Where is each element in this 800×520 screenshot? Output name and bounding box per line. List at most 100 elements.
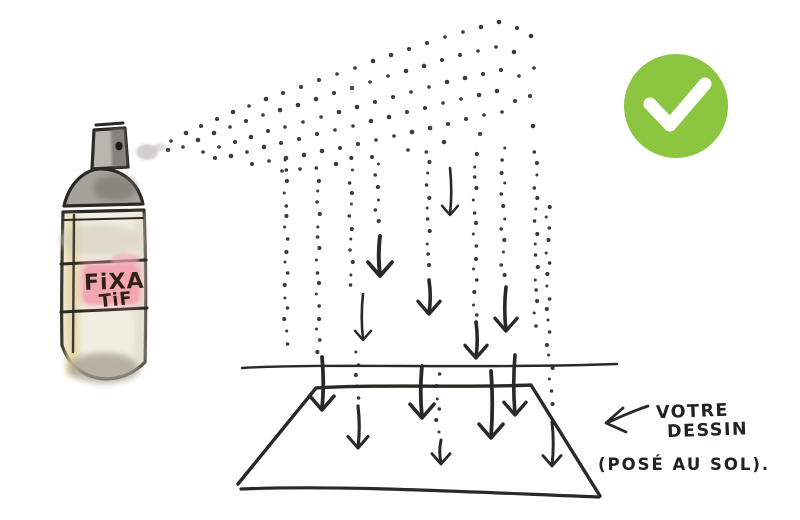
down-arrow-shaft: [474, 320, 480, 359]
spray-dot: [263, 96, 269, 102]
fall-dot: [317, 304, 322, 308]
spray-dot: [265, 128, 271, 134]
spray-dot: [441, 101, 445, 105]
down-arrow-head: [346, 434, 370, 450]
spray-dot: [316, 77, 322, 83]
spray-dot: [494, 88, 500, 94]
spray-dot: [403, 68, 409, 74]
fall-dot: [499, 227, 504, 231]
fall-dot: [547, 226, 552, 230]
spray-dot: [409, 90, 413, 94]
fall-dot: [316, 280, 322, 286]
spray-dot: [280, 169, 284, 173]
spray-dot: [195, 137, 201, 143]
down-arrow-head: [366, 260, 394, 278]
spray-can-label-line2: TiF: [98, 288, 134, 312]
spray-dot: [404, 109, 410, 115]
fall-dot: [471, 198, 475, 202]
fall-dot: [282, 282, 287, 288]
spray-dot: [319, 148, 325, 154]
down-arrow-head: [408, 402, 436, 420]
spray-dot: [500, 110, 504, 114]
spray-dot: [388, 52, 394, 58]
spray-dot: [390, 94, 396, 100]
fall-dot: [282, 316, 287, 322]
fall-dot: [544, 306, 549, 312]
fall-dot: [427, 195, 432, 201]
fall-dot: [373, 173, 378, 177]
annotation: VOTRE DESSIN (POSÉ AU SOL).: [598, 401, 768, 474]
fall-dot: [284, 178, 289, 184]
spray-can-inner-line: [71, 213, 76, 354]
fall-dot: [285, 329, 289, 333]
fall-dot: [535, 298, 540, 304]
spray-puff: [136, 144, 158, 160]
fall-dot: [356, 396, 361, 400]
spray-dot: [372, 99, 378, 105]
fall-dot: [315, 327, 318, 331]
fall-dot: [550, 365, 555, 371]
fall-dot: [426, 252, 431, 256]
spray-dot: [295, 102, 301, 108]
fall-dot: [347, 181, 352, 185]
spray-can-nozzle-hole: [115, 141, 123, 151]
spray-dot: [353, 66, 357, 70]
fall-dot: [550, 401, 555, 407]
spray-dot: [214, 116, 220, 122]
down-arrow-shaft: [360, 292, 365, 341]
spray-dot: [261, 144, 267, 150]
fall-dot: [545, 271, 550, 277]
fall-dot: [349, 190, 354, 196]
fall-dot: [314, 166, 319, 170]
spray-dot: [228, 125, 232, 129]
fall-dot: [283, 158, 287, 162]
down-arrow-shaft: [448, 166, 453, 216]
fall-dot: [437, 407, 442, 411]
floor-line: [240, 362, 619, 370]
spray-dot: [386, 114, 392, 120]
fall-dot: [316, 178, 321, 184]
spray-dot: [421, 63, 427, 69]
spray-dot: [245, 150, 249, 154]
spray-can: FiXA TiF: [58, 121, 166, 383]
check-icon: [643, 77, 712, 132]
fall-dot: [348, 283, 353, 287]
spray-dot: [478, 24, 484, 30]
spray-mist-dots: [165, 19, 536, 173]
spray-dot: [457, 52, 463, 58]
spray-dot: [298, 167, 302, 171]
fall-dot: [285, 237, 290, 241]
down-arrow-head: [440, 204, 460, 217]
fall-dot: [315, 271, 320, 275]
fall-dot: [317, 211, 322, 217]
fall-dot: [547, 377, 551, 381]
fall-dot: [425, 217, 430, 221]
fall-dot: [375, 184, 380, 190]
spray-dot: [459, 97, 463, 101]
spray-dot: [409, 129, 415, 135]
fall-dot: [472, 175, 477, 179]
fall-dot: [533, 253, 538, 257]
spray-dot: [476, 92, 482, 98]
fall-dot: [427, 159, 432, 165]
fall-dot: [499, 192, 504, 196]
spray-dot: [280, 90, 286, 96]
down-arrow-shaft: [320, 355, 326, 411]
spray-dot: [243, 118, 249, 124]
spray-dot: [496, 19, 502, 25]
fall-dot: [285, 342, 290, 346]
spray-dot: [406, 148, 410, 152]
spray-can-rim-line: [63, 217, 144, 221]
spray-dot: [183, 130, 189, 136]
spray-dot: [277, 107, 283, 113]
fall-dot: [284, 204, 289, 208]
spray-dot: [261, 113, 265, 117]
fall-dot: [535, 231, 540, 237]
spray-can-shoulder-shade: [93, 175, 137, 201]
spray-dot: [480, 71, 486, 77]
spray-dot: [349, 85, 355, 91]
fall-dot: [437, 430, 441, 434]
down-arrow-head: [541, 454, 563, 468]
spray-dot: [477, 131, 483, 137]
